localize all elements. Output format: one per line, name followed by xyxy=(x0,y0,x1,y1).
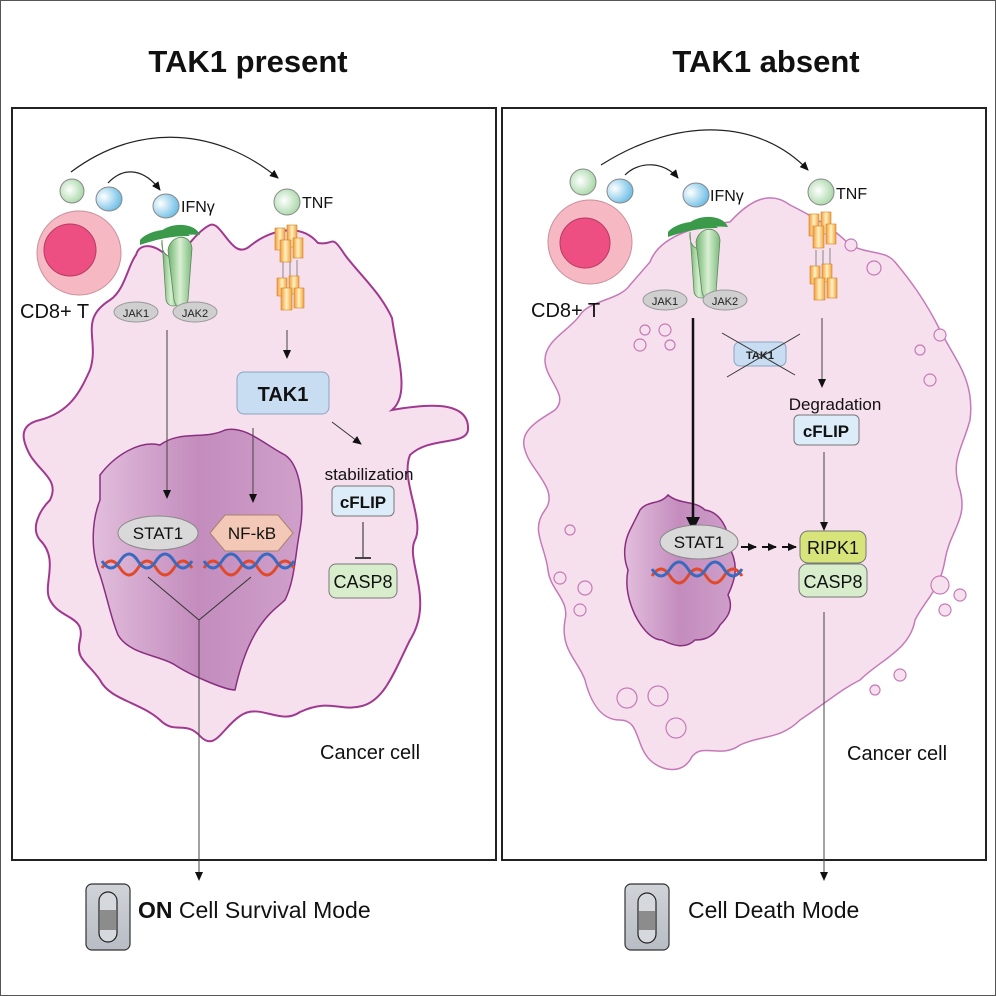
right-panel-box xyxy=(501,107,987,861)
tnf-label-right: TNF xyxy=(836,186,867,203)
arrow-tak1-cflip xyxy=(331,421,362,445)
ifngr-receptor-right xyxy=(668,216,728,300)
jak2-right xyxy=(702,289,748,311)
tnf-ligand-icon xyxy=(273,188,301,216)
death-mode-label: Cell Death Mode xyxy=(688,897,859,923)
stat1-label-left: STAT1 xyxy=(133,524,183,543)
jak1-left xyxy=(113,301,159,323)
casp8-box-right xyxy=(798,563,868,598)
survival-mode-label: ON Cell Survival Mode xyxy=(138,897,371,923)
tnfr-receptor-left xyxy=(274,224,305,311)
ifn-cytokine-icon xyxy=(95,186,123,212)
cflip-label-right: cFLIP xyxy=(803,422,849,441)
jak1-label-left: JAK1 xyxy=(123,308,149,320)
ripk1-box xyxy=(799,530,867,564)
nfkb-label-left: NF-kB xyxy=(228,524,276,543)
tak1-box-left xyxy=(236,371,330,415)
jak2-label-right: JAK2 xyxy=(712,296,738,308)
arrow-tnf-left xyxy=(70,136,279,179)
jak2-label-left: JAK2 xyxy=(182,308,208,320)
tnf-ligand-icon-right xyxy=(807,178,835,206)
ifn-ligand-icon-right xyxy=(682,182,710,208)
tnf-cytokine-icon xyxy=(59,178,85,204)
casp8-label-left: CASP8 xyxy=(333,572,392,592)
membrane-blebs xyxy=(553,238,967,739)
ifngr-receptor-left xyxy=(140,224,200,308)
tnf-cytokine-icon-right xyxy=(569,168,597,196)
mode-on-label: ON xyxy=(138,897,173,923)
nfkb-left xyxy=(209,514,294,552)
left-panel-box xyxy=(11,107,497,861)
dna-icon-left-1 xyxy=(100,552,194,577)
right-panel-title: TAK1 absent xyxy=(672,44,859,79)
ifn-cytokine-icon-right xyxy=(606,178,634,204)
left-panel-title: TAK1 present xyxy=(148,44,347,79)
ripk1-label: RIPK1 xyxy=(807,538,859,558)
ifn-label-right: IFNγ xyxy=(710,188,744,205)
arrow-tnf-right xyxy=(600,129,809,171)
casp8-label-right: CASP8 xyxy=(803,572,862,592)
jak1-right xyxy=(642,289,688,311)
t-cell-nucleus-left xyxy=(43,223,97,277)
dna-icon-right xyxy=(650,560,744,585)
stat1-left xyxy=(117,515,199,551)
left-panel: TAK1 present CD8+ T IFNγ TNF JAK1 JAK2 xyxy=(11,44,497,951)
cflip-label-left: cFLIP xyxy=(340,493,386,512)
nucleus-right xyxy=(623,493,736,647)
survival-mode-text: Cell Survival Mode xyxy=(179,897,371,923)
cross-line-2 xyxy=(726,333,801,378)
stat1-right xyxy=(659,524,739,560)
toggle-switch-right xyxy=(624,883,670,951)
cflip-box-right xyxy=(793,414,860,446)
jak2-left xyxy=(172,301,218,323)
arrow-ifn-left xyxy=(107,171,161,191)
stat1-label-right: STAT1 xyxy=(674,533,724,552)
t-cell-label-right: CD8+ T xyxy=(531,300,600,322)
cross-line-1 xyxy=(721,332,796,376)
jak1-label-right: JAK1 xyxy=(652,296,678,308)
cancer-cell-label-right: Cancer cell xyxy=(847,743,947,765)
cflip-box-left xyxy=(331,485,395,517)
toggle-switch-left xyxy=(85,883,131,951)
tnfr-receptor-right xyxy=(808,211,838,301)
degradation-label: Degradation xyxy=(789,395,882,414)
converge-line-1 xyxy=(147,576,200,621)
tak1-label-left: TAK1 xyxy=(258,384,309,406)
cancer-cell-label-left: Cancer cell xyxy=(320,742,420,764)
converge-line-2 xyxy=(198,576,252,621)
t-cell-nucleus-right xyxy=(559,217,611,269)
arrow-ifn-right xyxy=(624,164,679,179)
stabilization-label: stabilization xyxy=(325,465,414,484)
ifn-ligand-icon xyxy=(152,193,180,219)
right-panel: TAK1 absent CD8+ T IFNγ TNF xyxy=(501,44,987,951)
tnf-label-left: TNF xyxy=(302,195,333,212)
dna-icon-left-2 xyxy=(202,552,296,577)
t-cell-label-left: CD8+ T xyxy=(20,301,89,323)
ifn-label-left: IFNγ xyxy=(181,199,215,216)
casp8-box-left xyxy=(328,563,398,599)
tak1-box-right xyxy=(733,341,787,367)
